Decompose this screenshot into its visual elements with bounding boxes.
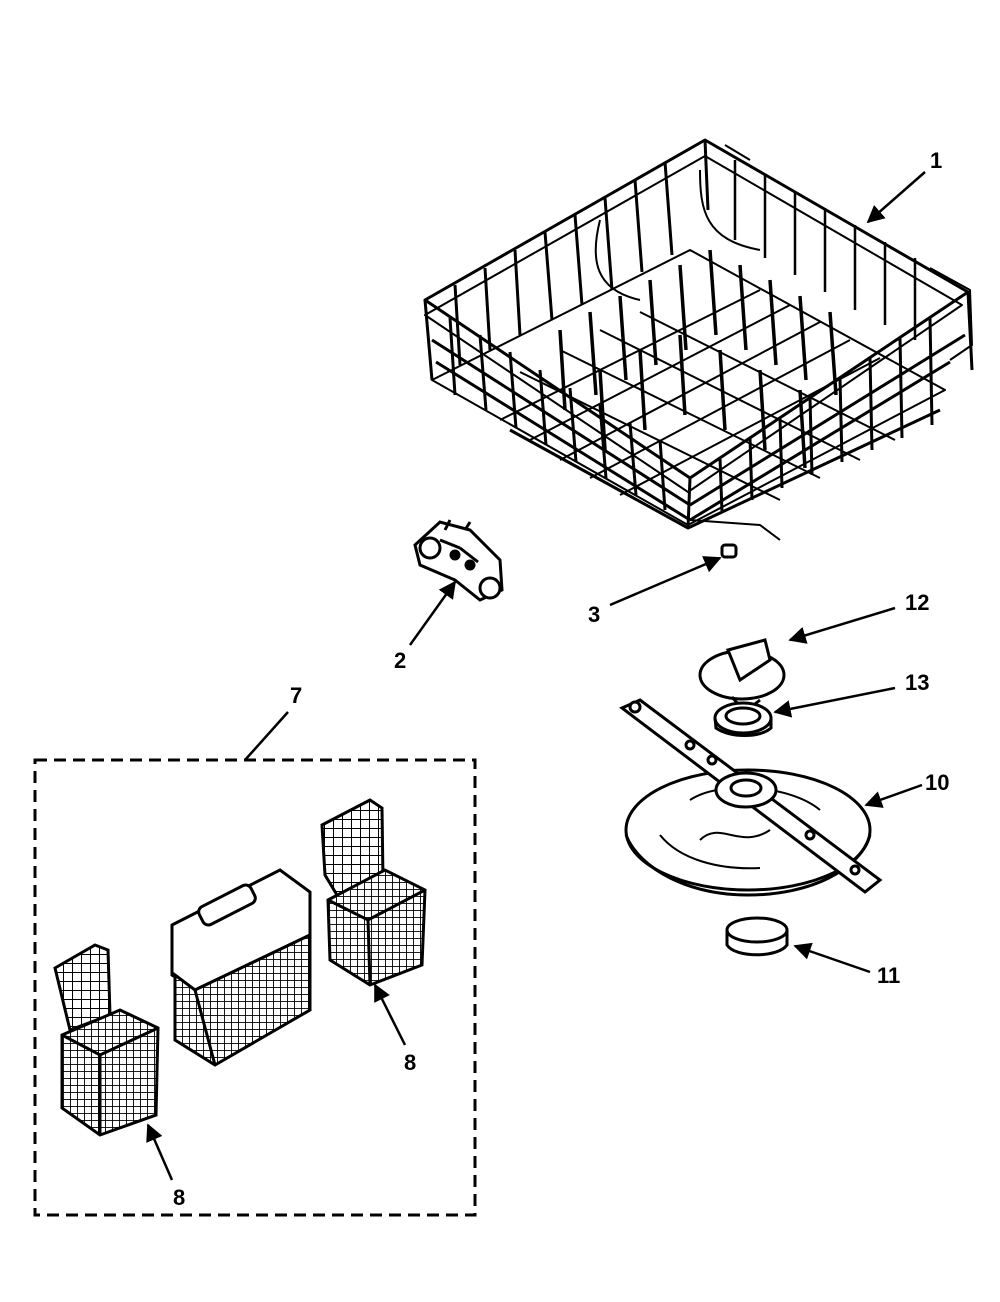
leader-line-11 bbox=[793, 942, 871, 974]
basket-center bbox=[170, 868, 312, 1067]
leader-line-12 bbox=[788, 606, 896, 644]
dish-rack-part-1 bbox=[423, 138, 974, 541]
callout-8-right: 8 bbox=[404, 1050, 417, 1075]
spray-arm-part-10 bbox=[619, 698, 883, 897]
pin-part-3 bbox=[720, 543, 738, 559]
callout-7: 7 bbox=[290, 683, 303, 708]
leader-line-8a bbox=[373, 983, 407, 1046]
cap-part-12 bbox=[698, 638, 786, 715]
callout-8-left: 8 bbox=[173, 1185, 186, 1210]
callout-10: 10 bbox=[925, 770, 950, 795]
roller-assembly-part-2 bbox=[413, 519, 504, 602]
seal-ring-part-11 bbox=[725, 916, 789, 957]
callout-11: 11 bbox=[877, 963, 901, 988]
basket-left-part-8 bbox=[53, 943, 160, 1137]
callout-13: 13 bbox=[905, 670, 930, 695]
callout-2: 2 bbox=[394, 648, 407, 673]
basket-right-part-8 bbox=[320, 798, 427, 987]
leader-line-13 bbox=[773, 686, 896, 718]
basket-group-box-part-7 bbox=[33, 758, 477, 1217]
leader-line-3 bbox=[609, 556, 722, 607]
leader-line-8b bbox=[146, 1123, 174, 1181]
leader-line-1 bbox=[866, 171, 926, 224]
callout-1: 1 bbox=[930, 148, 943, 173]
callout-12: 12 bbox=[905, 590, 930, 615]
leader-line-2 bbox=[408, 580, 457, 646]
leader-line-7 bbox=[244, 711, 289, 761]
callout-3: 3 bbox=[588, 602, 601, 627]
bearing-ring-part-13 bbox=[713, 701, 773, 737]
leader-line-10 bbox=[864, 783, 923, 808]
